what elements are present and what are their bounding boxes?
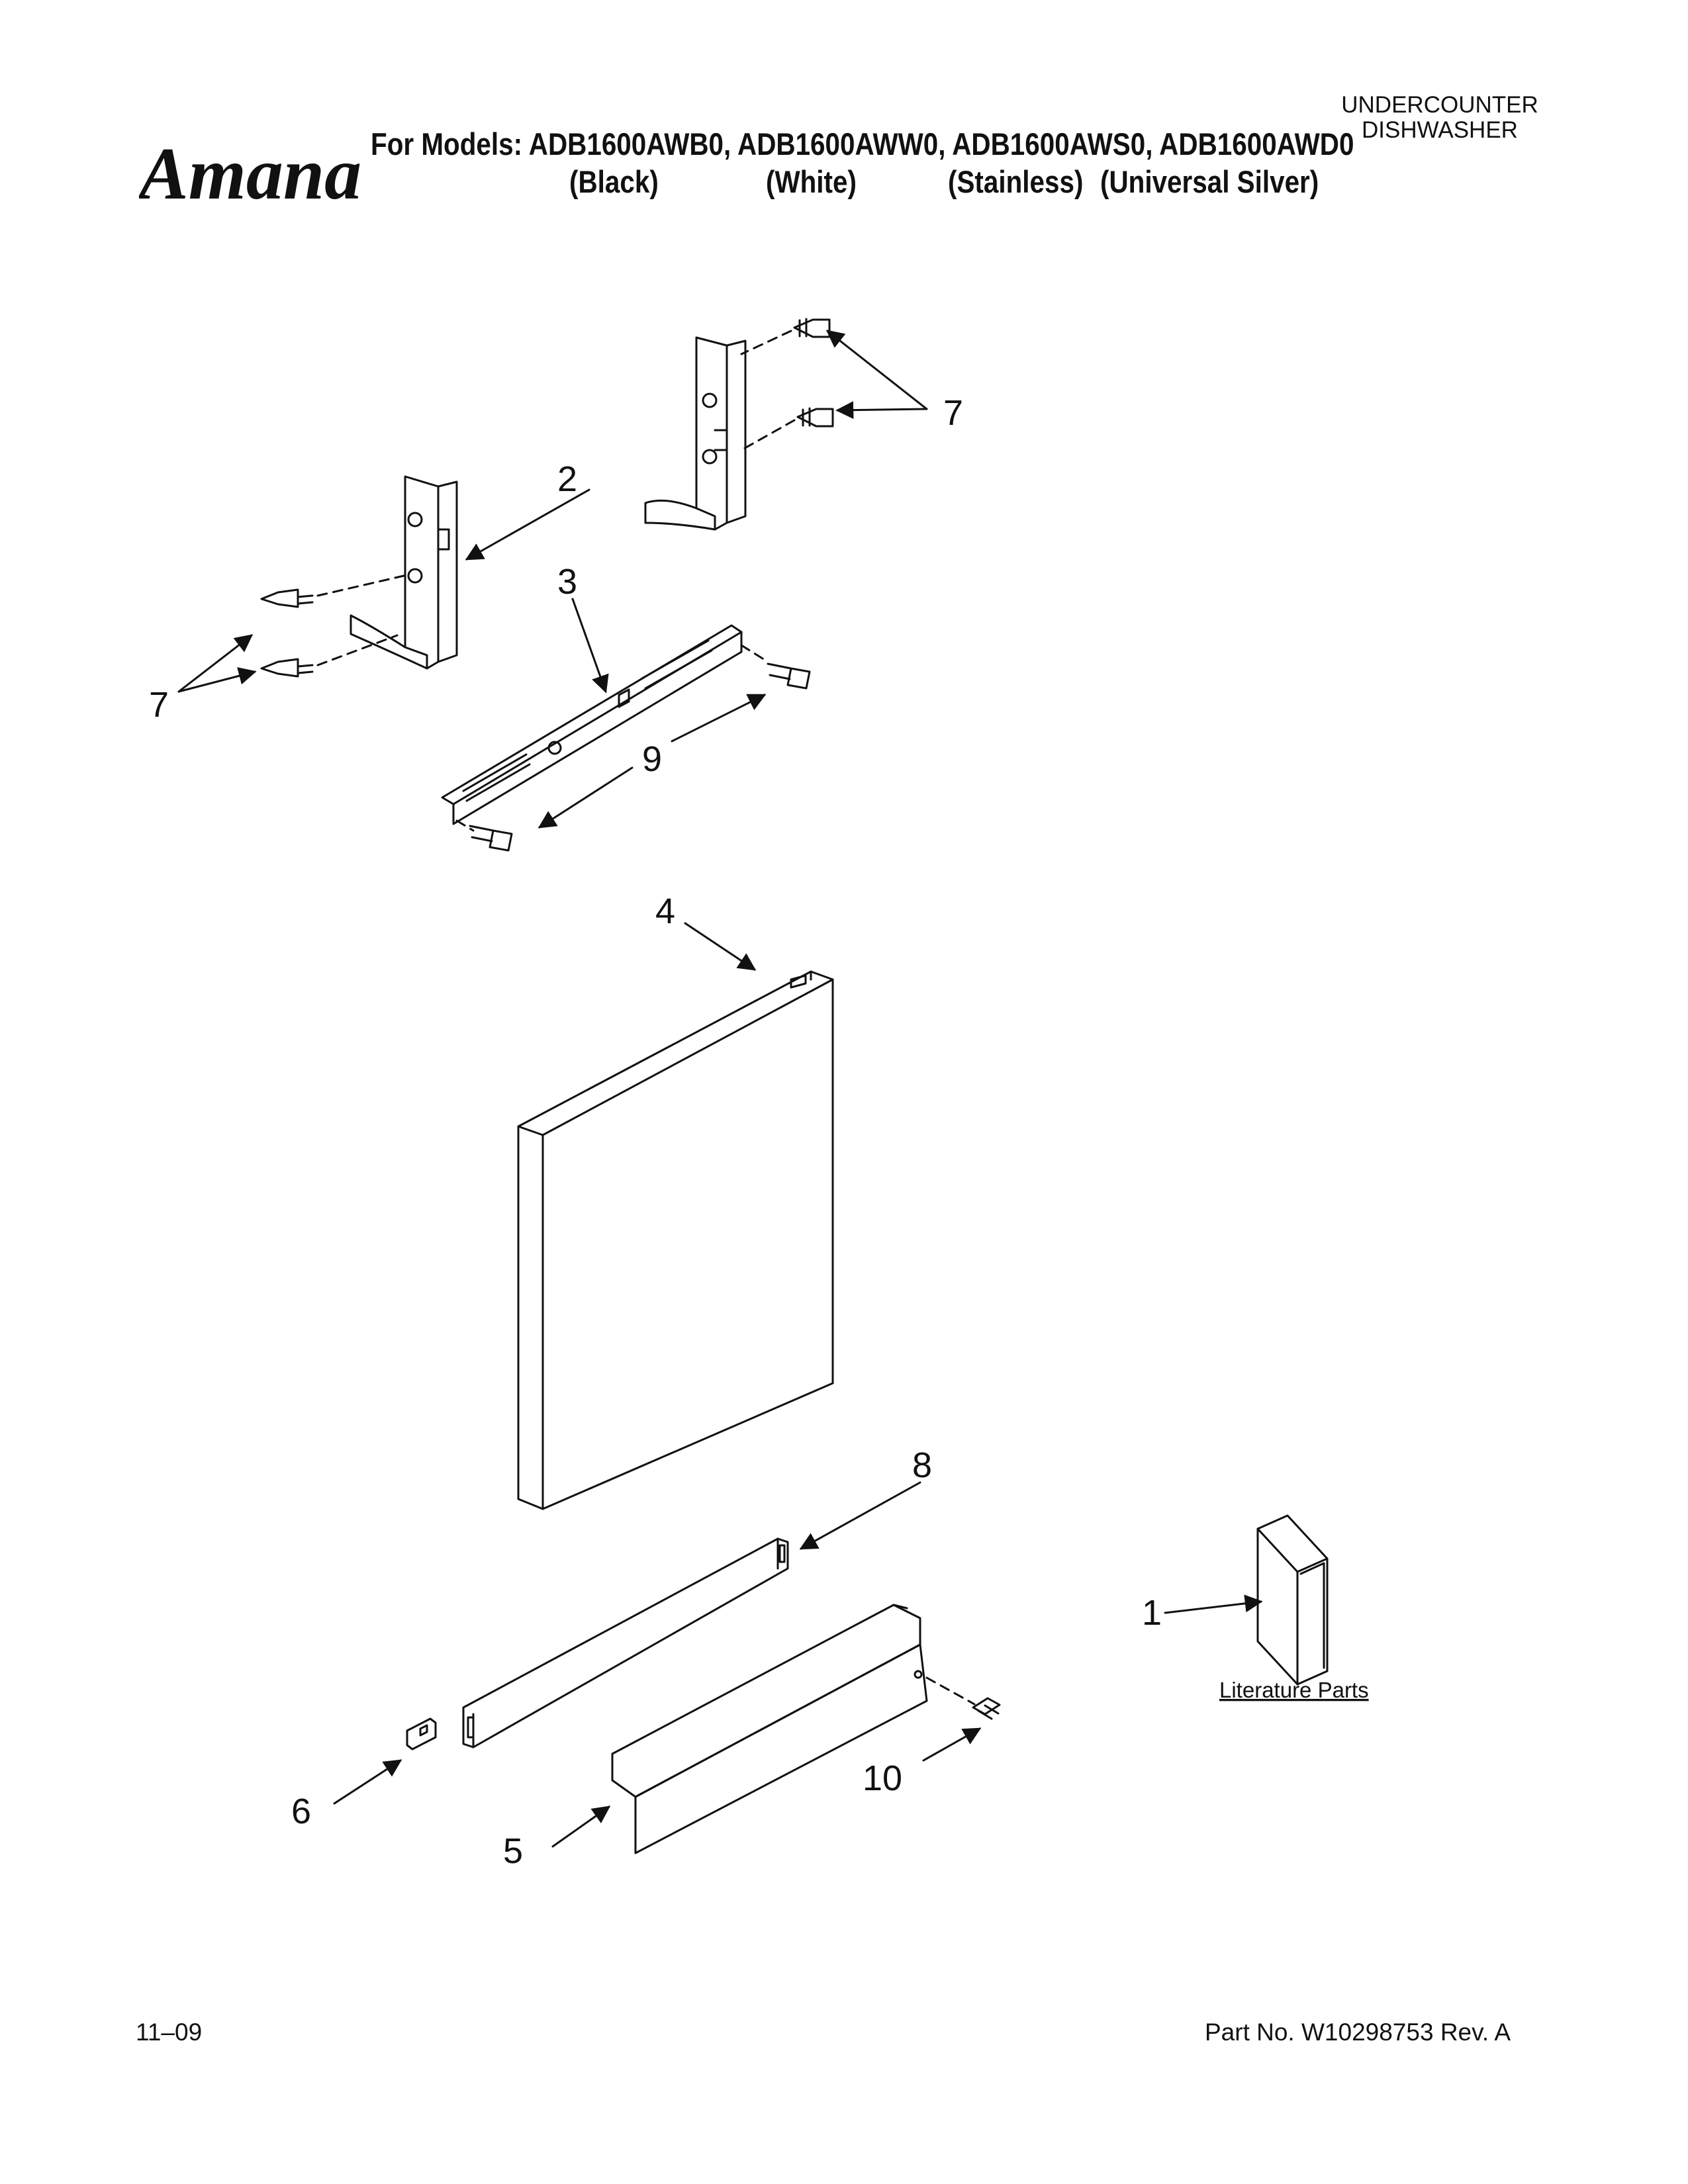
part-10-screw <box>925 1676 1001 1720</box>
callout-9: 9 <box>642 739 662 779</box>
part-7-screws-right <box>740 318 834 451</box>
brand-logo-text: Amana <box>139 133 361 215</box>
product-type-line2: DISHWASHER <box>1362 117 1518 143</box>
callout-3: 3 <box>557 562 577 602</box>
variant-white: (White) <box>766 164 857 199</box>
leader-7-right-b <box>835 401 928 420</box>
product-type: UNDERCOUNTER DISHWASHER <box>1317 93 1562 143</box>
leader-10 <box>922 1727 982 1762</box>
part-4-door-panel <box>517 970 834 1510</box>
variant-universal-silver: (Universal Silver) <box>1100 164 1319 199</box>
callout-1: 1 <box>1142 1593 1162 1633</box>
callout-7-left: 7 <box>149 685 169 725</box>
callout-8: 8 <box>912 1445 932 1485</box>
leader-7-left-b <box>177 667 257 693</box>
part-3-mounting-rail <box>441 624 743 825</box>
leader-9-a <box>671 694 767 743</box>
callout-5: 5 <box>503 1831 523 1871</box>
variant-black: (Black) <box>569 164 659 199</box>
callout-10: 10 <box>863 1758 902 1798</box>
leader-1 <box>1164 1594 1263 1614</box>
part-6-clip <box>406 1717 437 1751</box>
leader-2 <box>465 488 590 561</box>
leader-7-left-a <box>177 634 254 693</box>
variant-stainless: (Stainless) <box>948 164 1084 199</box>
leader-5 <box>551 1805 611 1848</box>
product-type-line1: UNDERCOUNTER <box>1341 92 1538 118</box>
leader-4 <box>684 922 757 971</box>
leader-9-b <box>538 766 633 829</box>
callout-4: 4 <box>655 891 675 931</box>
models-line: For Models: ADB1600AWB0, ADB1600AWW0, AD… <box>371 126 1354 161</box>
part-5-toe-kick <box>611 1604 928 1854</box>
leader-8 <box>799 1481 921 1550</box>
callout-7-right: 7 <box>943 393 963 433</box>
part-2-right-door-bracket <box>644 336 747 531</box>
literature-parts-label: Literature Parts <box>1219 1678 1369 1702</box>
callout-2: 2 <box>557 459 577 499</box>
leader-3 <box>571 598 609 694</box>
callout-6: 6 <box>291 1792 311 1831</box>
part-7-screws-left <box>260 574 405 678</box>
leader-6 <box>333 1759 402 1805</box>
part-1-literature-booklet <box>1256 1514 1329 1686</box>
amana-logo: Amana <box>139 133 361 215</box>
footer-date: 11–09 <box>136 2019 203 2046</box>
leader-7-right-a <box>825 330 928 410</box>
part-2-left-door-bracket <box>350 475 458 670</box>
footer-part-number: Part No. W10298753 Rev. A <box>1205 2019 1511 2046</box>
part-9-screws <box>455 644 811 852</box>
part-8-strip <box>462 1537 789 1749</box>
